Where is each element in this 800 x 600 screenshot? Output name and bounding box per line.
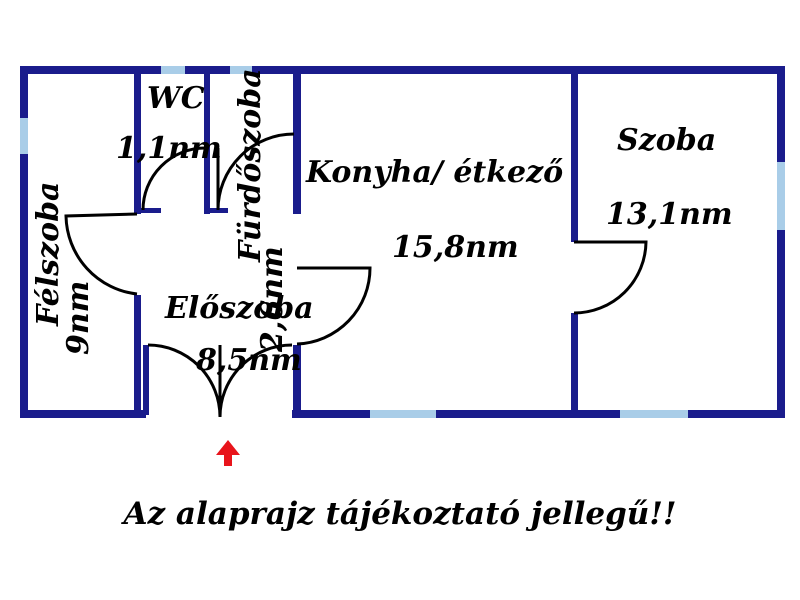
- entrance-arrow-shaft: [224, 454, 232, 466]
- wall-wc-bottom: [141, 208, 161, 213]
- door-furdo: [216, 132, 295, 211]
- room-area-eloszoba: 8,5nm: [195, 343, 302, 378]
- wall-furdo-konyha-lower: [293, 345, 301, 415]
- wall-felszoba-upper: [134, 74, 141, 214]
- wall-furdo-bottom: [210, 208, 228, 213]
- wall-wc-furdo: [204, 74, 210, 214]
- room-area-furdoszoba: 2,6nm: [255, 246, 290, 353]
- wall-right: [777, 66, 785, 418]
- room-name-furdoszoba: Fürdőszoba: [233, 68, 268, 263]
- window-konyha-bottom: [370, 410, 436, 418]
- door-felszoba: [64, 212, 138, 296]
- wall-konyha-szoba-lower: [571, 313, 578, 413]
- wall-bottom-left: [20, 410, 146, 418]
- doors: [64, 132, 648, 418]
- door-konyha: [296, 266, 372, 346]
- window-felszoba: [20, 118, 28, 154]
- interior-walls: [134, 74, 578, 415]
- room-name-eloszoba: Előszoba: [164, 291, 314, 326]
- window-wc: [161, 66, 185, 74]
- room-name-felszoba: Félszoba: [31, 182, 66, 328]
- wall-eloszoba-left-lower: [143, 345, 149, 415]
- wall-konyha-szoba-upper: [571, 74, 578, 242]
- room-name-konyha: Konyha/ étkező: [305, 155, 563, 190]
- outer-walls: [20, 66, 785, 418]
- door-szoba: [573, 240, 648, 315]
- entrance-arrow-icon: [216, 440, 240, 466]
- room-area-wc: 1,1nm: [116, 131, 222, 166]
- wall-bottom-right: [292, 410, 785, 418]
- door-entrance: [147, 343, 293, 418]
- door-wc: [141, 146, 206, 211]
- room-name-wc: WC: [147, 81, 205, 116]
- room-area-felszoba: 9nm: [61, 281, 96, 355]
- room-name-szoba: Szoba: [617, 123, 716, 158]
- room-area-konyha: 15,8nm: [392, 230, 519, 265]
- wall-top: [20, 66, 785, 74]
- wall-felszoba-lower: [134, 295, 141, 413]
- windows: [20, 66, 785, 418]
- floor-plan: WC 1,1nm Fürdőszoba 2,6nm Konyha/ étkező…: [20, 66, 785, 466]
- window-furdo: [230, 66, 252, 74]
- window-szoba-bottom: [620, 410, 688, 418]
- room-area-szoba: 13,1nm: [606, 197, 733, 232]
- wall-furdo-konyha-upper: [293, 74, 301, 214]
- disclaimer-text: Az alaprajz tájékoztató jellegű!!: [123, 496, 677, 532]
- wall-left: [20, 66, 28, 418]
- window-szoba-right: [777, 162, 785, 230]
- entrance-arrow-head: [216, 440, 240, 455]
